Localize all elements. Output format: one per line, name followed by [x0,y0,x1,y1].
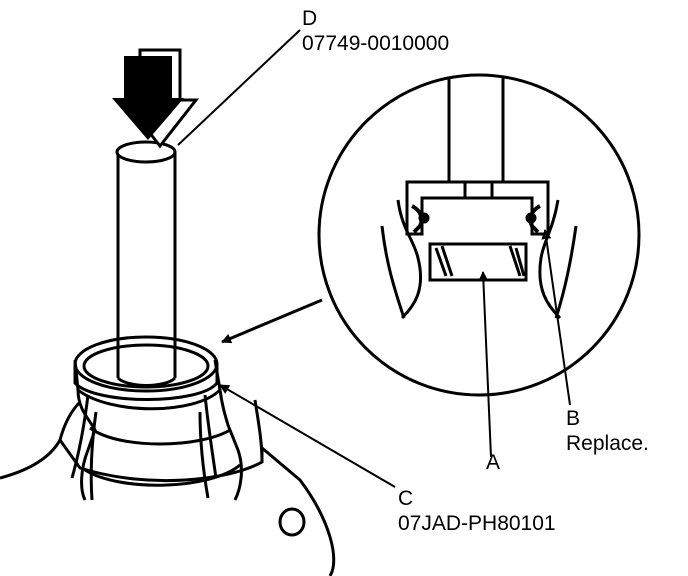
pinion-collar [70,359,243,501]
callout-b-note: Replace. [566,432,649,455]
detail-pointer [221,298,323,344]
leader-lines [177,29,571,488]
callout-d-letter: D [302,7,318,30]
detail-view [317,73,641,397]
mounting-hole [278,507,306,537]
installer-ring-c [73,335,219,401]
callout-c-letter: C [398,487,414,510]
leader-a [478,271,492,458]
leader-d [177,29,301,146]
callout-a-letter: A [486,451,501,474]
steering-housing [0,399,336,576]
leader-b [541,229,571,406]
leader-c [219,384,396,488]
callout-d-part-number: 07749-0010000 [302,32,450,55]
callout-c-part-number: 07JAD-PH80101 [398,512,556,535]
force-arrow [112,48,200,149]
driver-shaft-d [115,140,177,387]
callout-b-letter: B [566,407,581,430]
